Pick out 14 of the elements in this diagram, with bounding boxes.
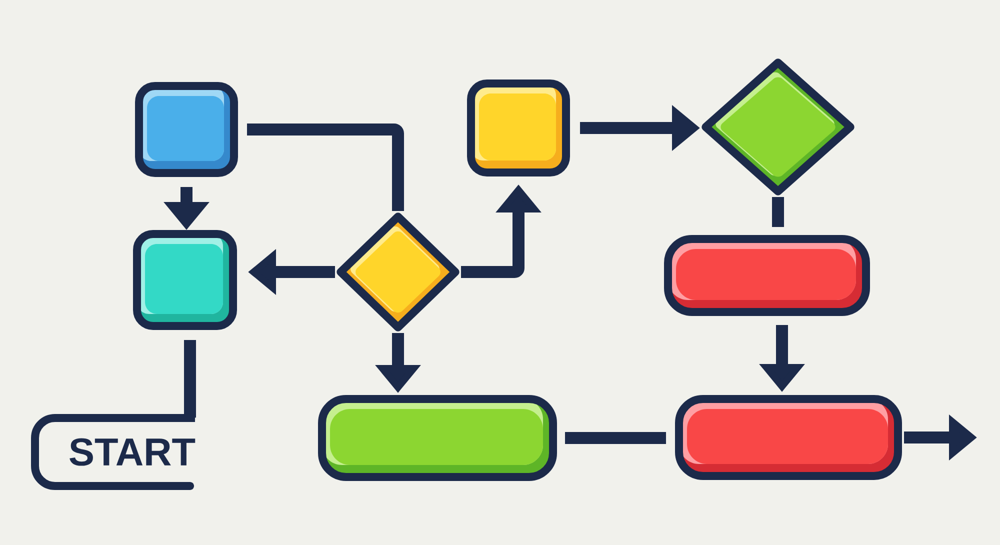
process-box (664, 235, 870, 316)
process-box (133, 230, 237, 330)
connector-line (247, 124, 404, 211)
process-box (135, 82, 238, 177)
start-terminal: START (31, 414, 196, 490)
process-box (318, 395, 557, 481)
node-label: START (70, 438, 196, 466)
connector-line (565, 432, 666, 444)
process-box (675, 395, 902, 480)
connector-line (184, 340, 196, 418)
decision-diamond (702, 58, 854, 196)
decision-diamond (336, 212, 460, 332)
connector-line (772, 197, 784, 227)
process-box (467, 80, 570, 176)
